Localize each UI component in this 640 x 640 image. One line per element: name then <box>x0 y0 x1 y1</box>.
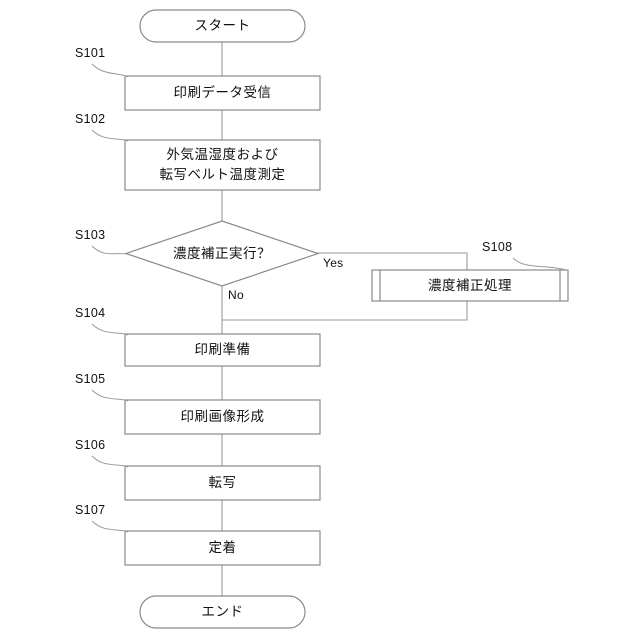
step-label-s106: S106 <box>75 438 106 452</box>
node-s104-shape <box>124 333 321 367</box>
branch-label-no: No <box>228 288 244 302</box>
node-s102-shape <box>124 139 321 191</box>
connector-s108-to-trunk <box>222 301 468 321</box>
node-s106-shape <box>124 465 321 501</box>
leader-line-s104 <box>91 323 129 336</box>
leader-line-s106 <box>91 455 129 468</box>
step-label-s107: S107 <box>75 503 106 517</box>
leader-line-s107 <box>91 520 129 533</box>
node-s103-shape <box>124 220 320 287</box>
step-label-s102: S102 <box>75 112 106 126</box>
node-s108-shape <box>371 269 569 302</box>
node-end-shape <box>139 595 306 629</box>
leader-line-s108 <box>512 257 567 271</box>
step-label-s103: S103 <box>75 228 106 242</box>
leader-line-s103 <box>91 245 128 255</box>
node-s101-shape <box>124 75 321 111</box>
step-label-s105: S105 <box>75 372 106 386</box>
node-s105-shape <box>124 399 321 435</box>
leader-line-s102 <box>91 129 129 142</box>
node-s107-shape <box>124 530 321 566</box>
leader-line-s101 <box>91 63 129 78</box>
step-label-s104: S104 <box>75 306 106 320</box>
step-label-s101: S101 <box>75 46 106 60</box>
node-start-shape <box>139 9 306 43</box>
connector-s103-yes-to-s108 <box>318 252 468 270</box>
leader-line-s105 <box>91 389 129 402</box>
step-label-s108: S108 <box>482 240 513 254</box>
branch-label-yes: Yes <box>323 256 344 270</box>
